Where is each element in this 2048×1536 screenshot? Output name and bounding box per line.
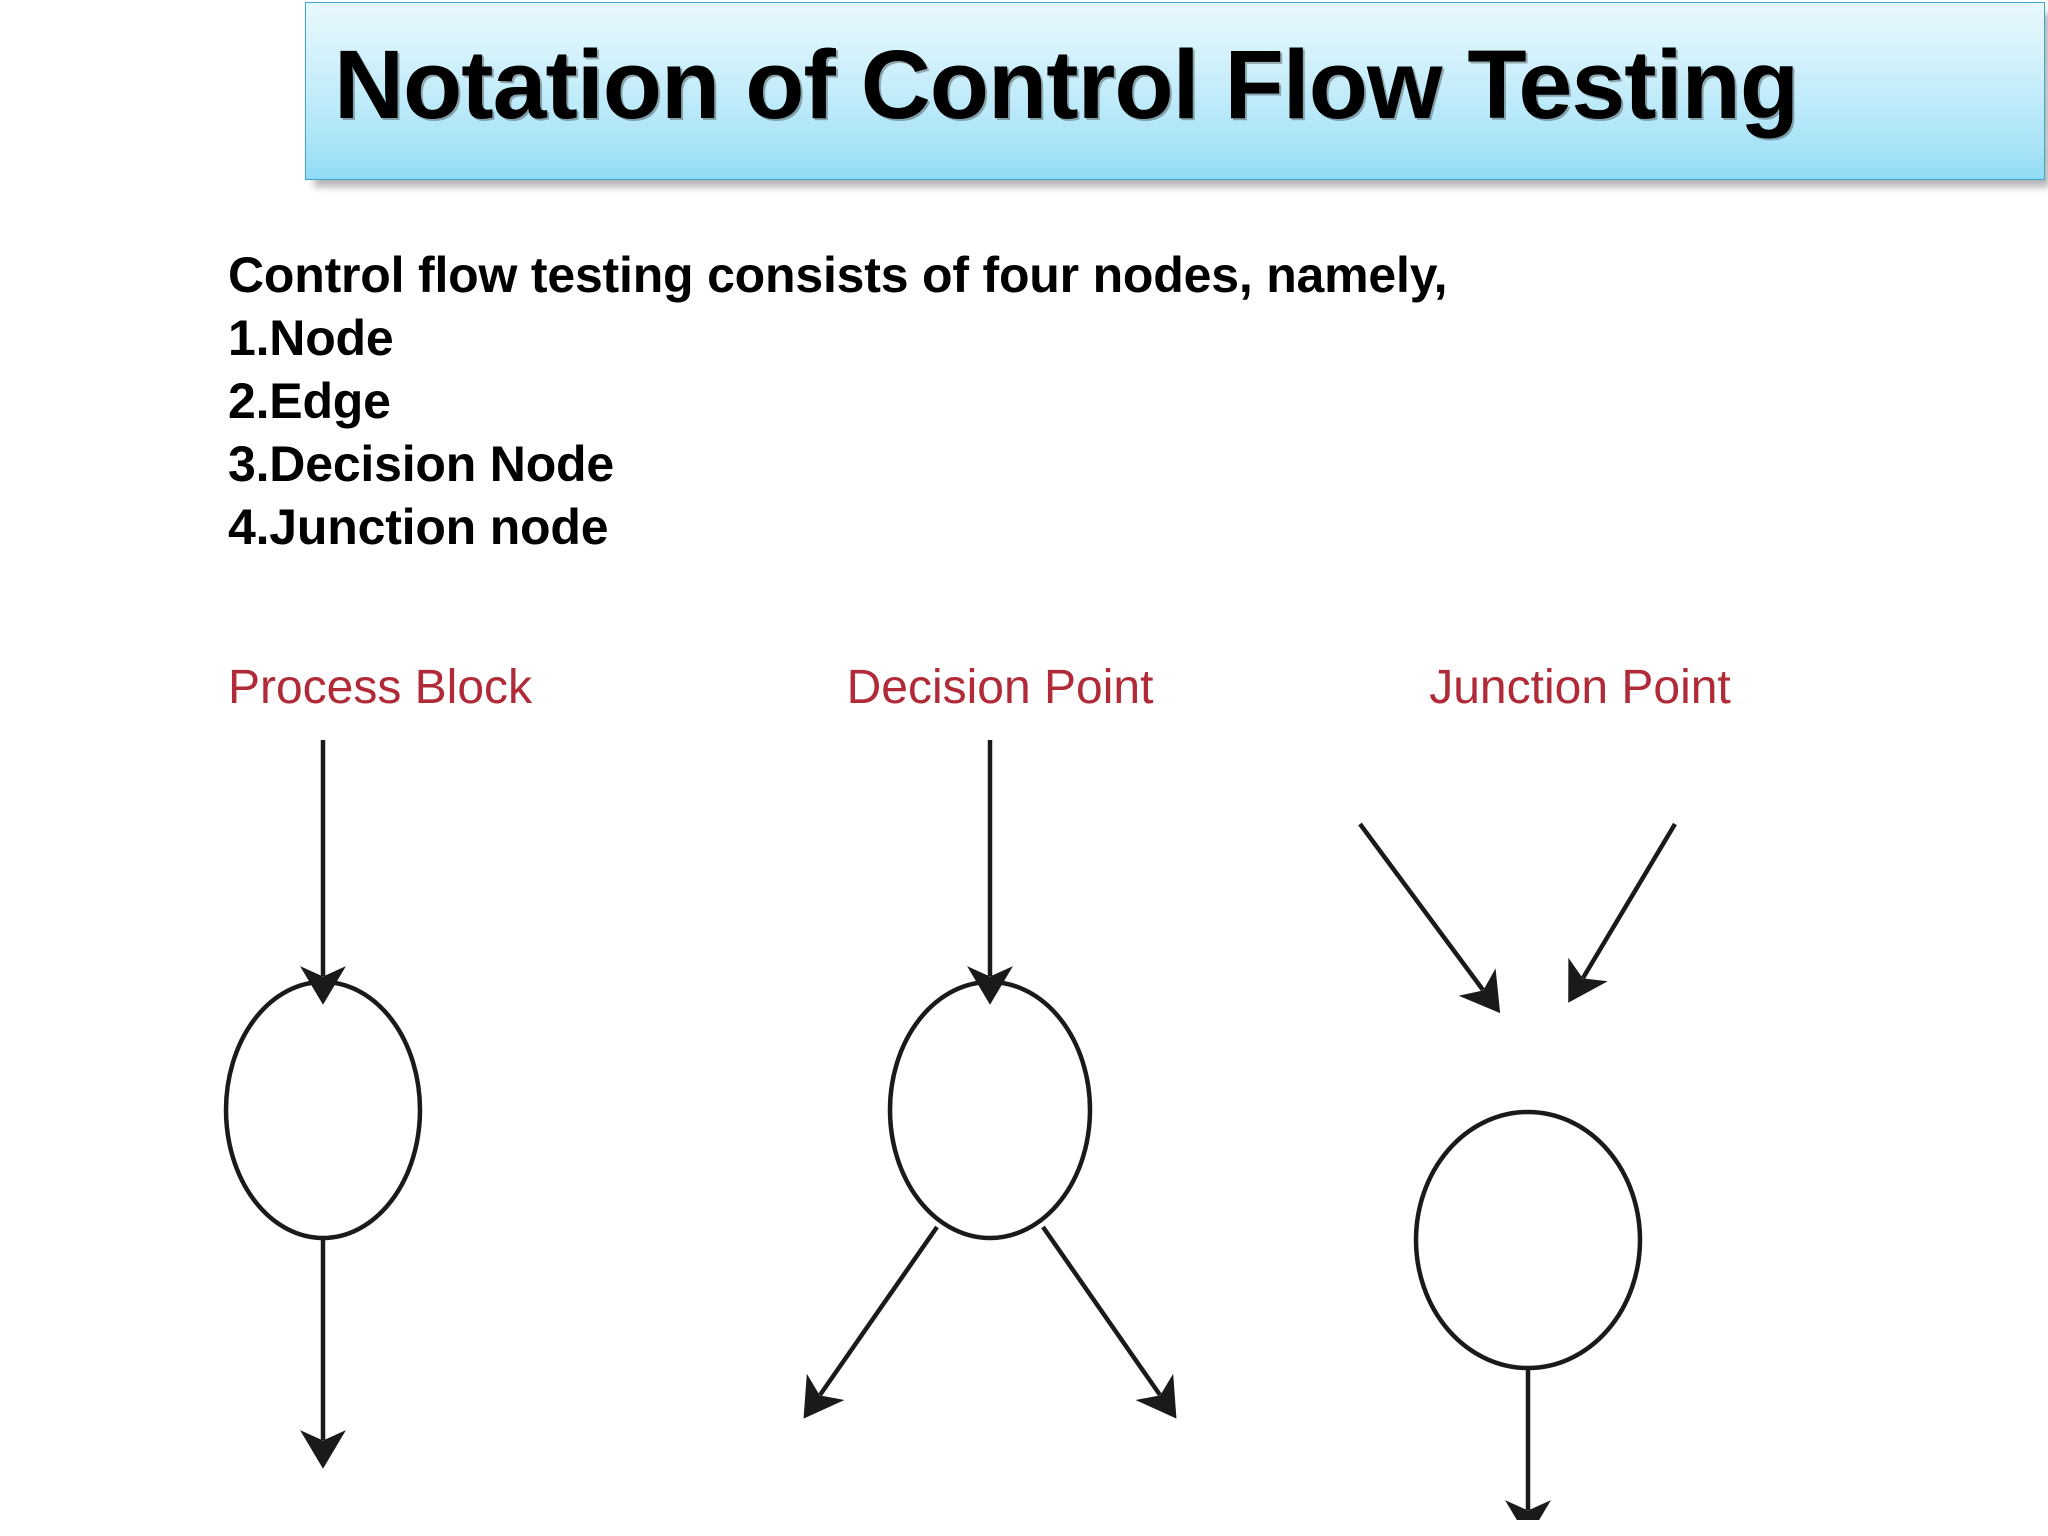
diagram-label-junction-point: Junction Point: [1429, 661, 1731, 714]
node-ellipse: [223, 979, 423, 1241]
list-item-edge: 2.Edge: [228, 373, 391, 429]
edge-outgoing-right: [1041, 1225, 1177, 1419]
diagram-decision-point: Decision Point: [740, 640, 1260, 1520]
list-item-node: 1.Node: [228, 310, 394, 366]
edge-incoming-right: [1568, 822, 1677, 1003]
edge-outgoing-left: [803, 1225, 939, 1419]
process-block-graphic: [223, 740, 423, 1469]
junction-point-graphic: [1358, 822, 1677, 1520]
node-ellipse: [887, 979, 1093, 1241]
diagram-junction-point: Junction Point: [1320, 640, 1840, 1520]
notation-diagram-row: Process Block Decision: [0, 640, 2048, 1536]
body-intro-line: Control flow testing consists of four no…: [228, 247, 1448, 303]
diagram-label-process-block: Process Block: [227, 661, 533, 714]
body-text-block: Control flow testing consists of four no…: [228, 244, 1628, 559]
edge-incoming-left: [1358, 822, 1501, 1014]
diagram-label-decision-point: Decision Point: [846, 661, 1154, 714]
list-item-junction-node: 4.Junction node: [228, 499, 609, 555]
node-ellipse: [1413, 1109, 1643, 1371]
diagram-process-block: Process Block: [120, 640, 640, 1520]
page-title: Notation of Control Flow Testing: [334, 30, 1799, 139]
list-item-decision-node: 3.Decision Node: [228, 436, 614, 492]
decision-point-graphic: [803, 740, 1177, 1419]
title-banner: Notation of Control Flow Testing: [305, 2, 2045, 180]
